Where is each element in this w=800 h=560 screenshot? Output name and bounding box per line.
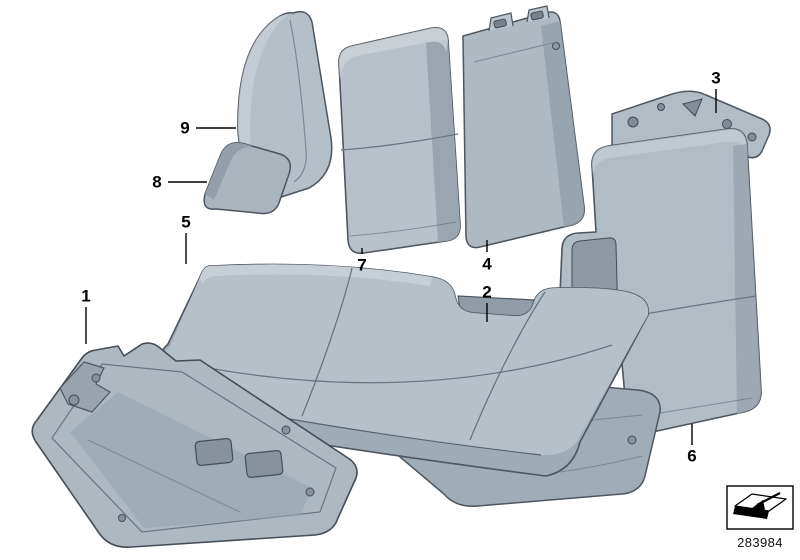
part-3-triangle-hole [682,98,703,117]
part-1-hole-1 [68,394,80,406]
part-8-shade [205,142,252,200]
part-5-long-seam [177,344,613,384]
part-3-hole-4 [747,132,757,142]
callout-1[interactable]: 1 [81,286,91,306]
part-1-stiffening-line [87,439,241,513]
callout-5[interactable]: 5 [181,212,191,232]
part-7-side-shade [426,40,461,242]
icon-sheet-front [733,506,769,519]
part-5-cross-seam-left [301,267,353,417]
box-arrow-icon [726,485,794,530]
part-4-backrest-panel [462,5,585,249]
part-4-side-shade [541,21,585,227]
callout-6[interactable]: 6 [687,446,697,466]
callout-3[interactable]: 3 [711,68,721,88]
part-1-seat-frame [31,342,358,549]
leader-lines [85,89,717,445]
part-1-inner-rim [51,363,337,533]
diagram-number: 283984 [737,535,783,550]
callout-9[interactable]: 9 [180,118,190,138]
callout-8[interactable]: 8 [152,172,162,192]
callout-4[interactable]: 4 [482,254,492,274]
part-4-guide-slot-right [530,10,544,21]
part-4-guide-slot-left [493,18,507,29]
part-3-hole-2 [657,103,665,111]
part-1-hole-2 [91,373,101,383]
icon-arrow-head [752,500,765,510]
part-7-left-backrest-cushion [338,26,461,255]
part-1-hole-4 [118,514,126,522]
part-4-rivet [552,42,560,50]
part-9-fold-line [289,19,307,183]
part-5-top-face [158,264,649,456]
part-5-cross-seam-right [469,291,546,441]
part-1-recess-floor [70,392,312,528]
part-8-side-trim-lower [203,142,292,215]
part-6-top-highlight [591,128,748,176]
part-1-anchor-hole-right [244,449,284,479]
part-3-hole-1 [627,116,639,128]
part-7-top-highlight [338,27,448,80]
part-7-seam [340,133,459,151]
callout-7[interactable]: 7 [357,255,367,275]
part-1-anchor-hole-left [194,437,234,467]
part-2-front-crease [559,455,643,473]
part-1-hole-3 [305,487,315,497]
part-7-bottom-seam [349,221,457,237]
callout-2[interactable]: 2 [482,282,492,302]
part-2-hole [627,435,637,445]
part-1-hole-5 [281,425,291,435]
part-4-crease [473,41,557,63]
part-5-rear-highlight [200,264,432,286]
part-6-side-shade [733,144,762,414]
part-3-hole-3 [722,119,732,129]
